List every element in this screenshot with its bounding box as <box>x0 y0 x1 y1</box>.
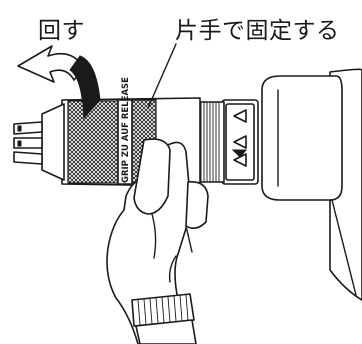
rotate-arrow-icon <box>17 45 85 83</box>
sleeve-marking: GRIP ZU AUF RELEASE <box>121 77 131 183</box>
release-triangle-icon <box>233 109 247 123</box>
hold-one-hand-label: 片手で固定する <box>175 18 340 44</box>
finger <box>185 180 209 230</box>
drill-body <box>261 68 362 301</box>
chuck-ring <box>197 101 225 183</box>
pointer-mark-icon <box>231 149 248 158</box>
hold-leader-line <box>147 43 177 109</box>
rotate-label: 回す <box>38 18 85 44</box>
chuck-nose <box>13 103 65 181</box>
lock-triangle-icon <box>233 135 247 149</box>
knurled-grip-left <box>67 100 119 184</box>
rotation-arrow <box>17 45 101 120</box>
chuck-jaw-bottom <box>13 151 43 165</box>
gloved-hand <box>106 138 209 344</box>
sleeve-label-band <box>117 99 133 185</box>
chuck-collar <box>221 99 259 185</box>
thumb <box>133 138 171 215</box>
rotate-strap <box>69 55 101 120</box>
